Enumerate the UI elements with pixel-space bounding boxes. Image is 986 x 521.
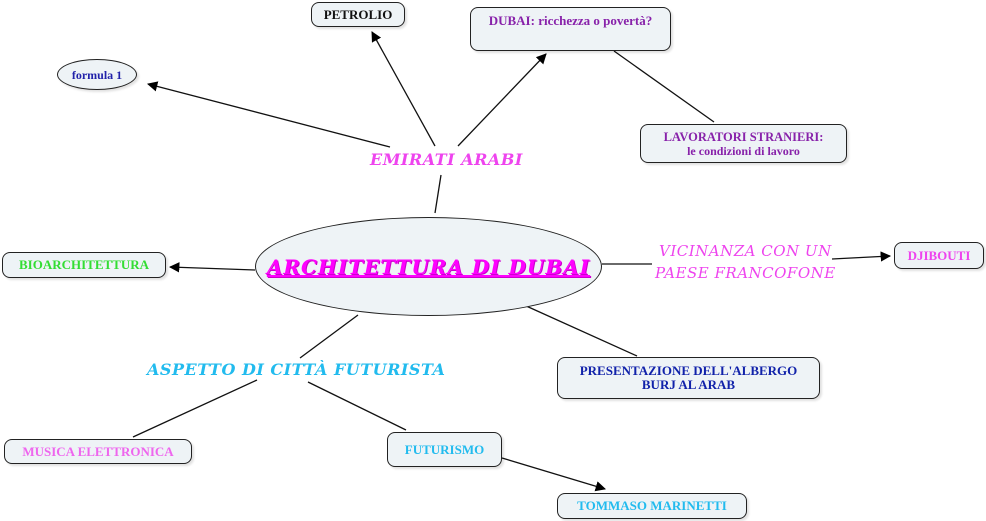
node-tommaso-marinetti[interactable]: TOMMASO MARINETTI: [557, 493, 747, 519]
node-lavoratori-stranieri[interactable]: LAVORATORI STRANIERI: le condizioni di l…: [640, 124, 847, 163]
node-bioarchitettura-text: BIOARCHITETTURA: [18, 257, 150, 272]
node-lavoratori-line2: le condizioni di lavoro: [687, 143, 800, 158]
node-djibouti-text: DJIBOUTI: [907, 247, 971, 263]
linking-phrase-vicinanza: VICINANZA CON UN PAESE FRANCOFONE: [655, 240, 836, 284]
central-concept-architettura-di-dubai[interactable]: ARCHITETTURA DI DUBAI: [255, 217, 602, 316]
node-djibouti[interactable]: DJIBOUTI: [894, 242, 984, 269]
central-concept-text: ARCHITETTURA DI DUBAI: [266, 254, 591, 279]
vicinanza-line1: VICINANZA CON UN: [659, 242, 832, 260]
linking-phrase-emirati-arabi: EMIRATI ARABI: [370, 150, 523, 169]
node-dubai-text: DUBAI: ricchezza o povertà?: [488, 13, 653, 28]
node-futurismo-text: FUTURISMO: [404, 441, 485, 457]
emirati-arabi-text: EMIRATI ARABI: [370, 150, 523, 169]
node-presentazione-line2: BURJ AL ARAB: [641, 377, 736, 392]
node-musica-elettronica[interactable]: MUSICA ELETTRONICA: [4, 439, 192, 464]
node-presentazione-burj-al-arab[interactable]: PRESENTAZIONE DELL'ALBERGO BURJ AL ARAB: [557, 357, 820, 399]
node-petrolio[interactable]: PETROLIO: [311, 2, 405, 27]
node-formula-1[interactable]: formula 1: [57, 59, 137, 90]
node-futurismo[interactable]: FUTURISMO: [387, 432, 502, 467]
vicinanza-line2: PAESE FRANCOFONE: [655, 264, 836, 282]
node-marinetti-text: TOMMASO MARINETTI: [577, 498, 727, 513]
linking-phrase-aspetto-citta-futurista: ASPETTO DI CITTÀ FUTURISTA: [147, 360, 445, 379]
node-musica-text: MUSICA ELETTRONICA: [22, 443, 174, 459]
node-bioarchitettura[interactable]: BIOARCHITETTURA: [2, 252, 166, 278]
node-formula-1-text: formula 1: [71, 67, 123, 82]
node-presentazione-line1: PRESENTAZIONE DELL'ALBERGO: [579, 363, 798, 378]
node-petrolio-text: PETROLIO: [323, 6, 393, 22]
node-dubai-ricchezza-poverta[interactable]: DUBAI: ricchezza o povertà?: [470, 7, 671, 51]
aspetto-text: ASPETTO DI CITTÀ FUTURISTA: [147, 360, 446, 379]
node-lavoratori-line1: LAVORATORI STRANIERI:: [663, 129, 824, 144]
